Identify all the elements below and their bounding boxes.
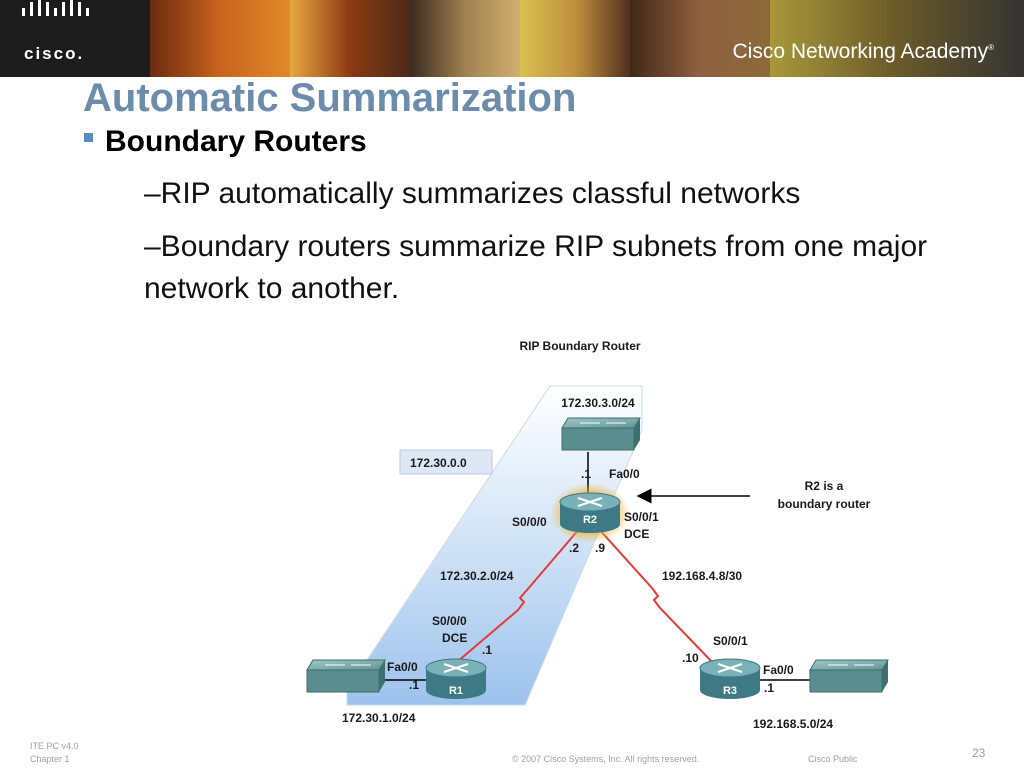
- r1-dce-label: DCE: [442, 631, 467, 645]
- r1-r2-network-label: 172.30.2.0/24: [440, 569, 514, 583]
- cisco-logo-text: cisco.: [24, 44, 85, 63]
- r2-s000-label: S0/0/0: [512, 515, 547, 529]
- router-r3-icon: [699, 658, 761, 699]
- r1-s000-host: .1: [482, 643, 492, 657]
- router-r2-label: R2: [583, 514, 597, 526]
- switch-icon: [561, 417, 641, 451]
- sub-bullet: –Boundary routers summarize RIP subnets …: [144, 230, 928, 305]
- callout-line2: boundary router: [778, 497, 871, 511]
- sub-bullet: –RIP automatically summarizes classful n…: [144, 177, 801, 210]
- r3-fa-host: .1: [764, 681, 774, 695]
- footer-course: ITE PC v4.0: [30, 741, 79, 751]
- footer-chapter: Chapter 1: [30, 754, 70, 764]
- r2-s001-label: S0/0/1: [624, 510, 659, 524]
- r1-s000-label: S0/0/0: [432, 614, 467, 628]
- footer-classification: Cisco Public: [808, 754, 858, 764]
- academy-label-text: Cisco Networking Academy: [732, 40, 989, 63]
- bullet-label: Boundary Routers: [105, 125, 367, 158]
- bullet-item: Boundary Routers: [84, 125, 367, 159]
- banner-photo: [520, 0, 630, 77]
- slide-title: Automatic Summarization: [83, 76, 577, 120]
- banner-photo: [410, 0, 520, 77]
- banner-photo: [630, 0, 770, 77]
- switch-icon: [306, 659, 386, 693]
- r1-fa-host: .1: [409, 678, 419, 692]
- serial-link-r1-r2: [456, 527, 581, 663]
- r3-s001-host: .10: [682, 651, 699, 665]
- banner-photo: [290, 0, 410, 77]
- footer-copyright: © 2007 Cisco Systems, Inc. All rights re…: [512, 754, 700, 764]
- r2-fa-label: Fa0/0: [609, 467, 640, 481]
- r2-s001-host: .9: [595, 541, 605, 555]
- r2-fa-host: .1: [581, 467, 591, 481]
- callout-line1: R2 is a: [805, 479, 844, 493]
- r3-s001-label: S0/0/1: [713, 634, 748, 648]
- router-r1-label: R1: [449, 685, 463, 697]
- page-number: 23: [972, 746, 986, 760]
- r1-fa-label: Fa0/0: [387, 660, 418, 674]
- router-r3-label: R3: [723, 685, 737, 697]
- router-r2-icon: [559, 492, 621, 533]
- diagram-title: RIP Boundary Router: [519, 339, 640, 353]
- r2-r3-network-label: 192.168.4.8/30: [662, 569, 742, 583]
- router-r1-icon: [425, 658, 487, 699]
- cisco-logo: cisco.: [0, 0, 150, 77]
- network-diagram: RIP Boundary Router 172.30.0.0 R2: [306, 339, 889, 731]
- summary-network-label: 172.30.0.0: [410, 456, 467, 470]
- academy-label: Cisco Networking Academy®: [732, 40, 994, 64]
- serial-link-r2-r3: [597, 527, 716, 666]
- left-lan-label: 172.30.1.0/24: [342, 711, 416, 725]
- registered-mark: ®: [988, 43, 994, 52]
- r2-dce-label: DCE: [624, 527, 649, 541]
- switch-icon: [809, 659, 889, 693]
- summary-network-box: [399, 449, 493, 475]
- header-banner: cisco. Cisco Networking Academy®: [0, 0, 1024, 77]
- bullet-square-icon: [84, 132, 93, 142]
- r2-s000-host: .2: [569, 541, 579, 555]
- banner-photo: [150, 0, 290, 77]
- top-lan-label: 172.30.3.0/24: [561, 396, 635, 410]
- r3-fa-label: Fa0/0: [763, 663, 794, 677]
- right-lan-label: 192.168.5.0/24: [753, 717, 833, 731]
- banner-photo: [770, 0, 1024, 77]
